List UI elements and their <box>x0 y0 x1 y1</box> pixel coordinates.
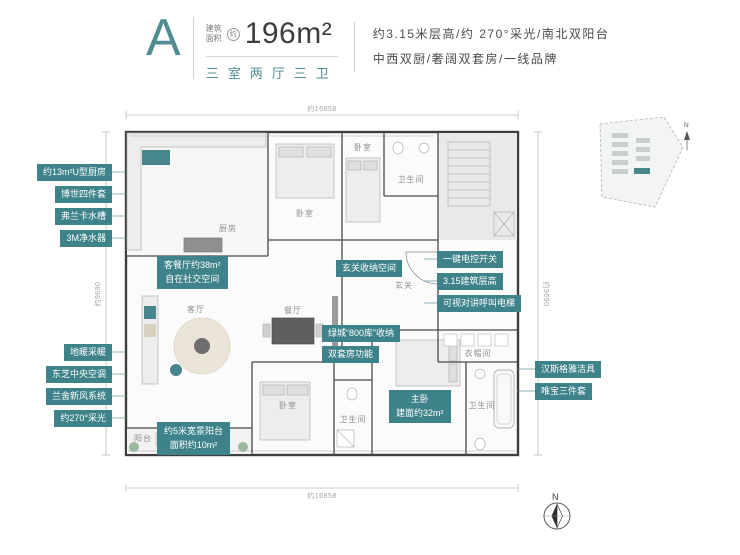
site-map-north-icon <box>684 131 690 140</box>
toilet-top <box>392 141 404 155</box>
callout-bosch: 博世四件套 <box>54 186 112 203</box>
callout-living-line2: 自在社交空间 <box>165 273 220 284</box>
callout-master-bedroom: 主卧 建面约32m² <box>389 390 451 423</box>
core-stairs <box>447 141 515 237</box>
dim-top: 约16858 <box>307 104 336 113</box>
callout-3m-purifier: 3M净水器 <box>60 230 112 247</box>
site-map: N <box>599 116 690 208</box>
area-label-line2: 面积 <box>205 34 222 43</box>
core-zone <box>438 133 517 240</box>
callout-fresh-air: 兰舍新风系统 <box>45 388 112 405</box>
plant-left <box>129 442 139 452</box>
callout-daylight-270: 约270°采光 <box>54 410 112 427</box>
layout-summary: 三室两厅三卫 <box>205 66 338 81</box>
room-label-foyer: 玄关 <box>395 280 413 290</box>
site-map-highlight <box>634 168 650 174</box>
callout-toshiba-ac: 东芝中央空调 <box>45 366 112 383</box>
callout-video-intercom: 可视对讲呼叫电梯 <box>437 295 522 312</box>
dim-right: 约9690 <box>542 281 551 306</box>
callout-leaders <box>112 171 535 419</box>
room-label-living: 客厅 <box>187 304 205 314</box>
callout-hansgrohe: 汉斯格雅洁具 <box>535 361 602 378</box>
compass-north-label: N <box>552 492 559 502</box>
header-divider-1 <box>192 17 194 79</box>
callout-ceiling-height: 3.15建筑层高 <box>437 273 503 290</box>
title-underline <box>205 56 338 57</box>
callout-greentown-storage: 绿城“800库”收纳 <box>322 325 401 342</box>
room-label-balcony: 阳台 <box>134 433 152 443</box>
features-line-1: 约3.15米层高/约 270°采光/南北双阳台 <box>372 27 610 41</box>
area-label-line1: 建筑 <box>205 23 222 33</box>
kitchen-island <box>183 237 223 253</box>
compass-icon: N <box>543 492 571 530</box>
feature-lines: 约3.15米层高/约 270°采光/南北双阳台 中西双厨/奢阔双套房/一线品牌 <box>353 22 610 73</box>
callout-foyer-storage: 玄关收纳空间 <box>336 260 403 277</box>
toilet-master <box>474 437 486 451</box>
room-label-kitchen: 厨房 <box>219 223 237 233</box>
dim-left: 约9690 <box>93 281 102 306</box>
dim-bottom: 约16858 <box>307 491 336 500</box>
cloakroom-units <box>443 333 509 347</box>
area-label: 建筑 面积 <box>206 24 222 45</box>
room-label-bath-top-right: 卫生间 <box>398 174 425 184</box>
approx-badge: 约 <box>226 27 240 41</box>
dimension-lines <box>102 111 542 492</box>
title-block: 建筑 面积 约 196m² 三室两厅三卫 <box>205 17 338 82</box>
header: A 建筑 面积 约 196m² 三室两厅三卫 约3.15米层高/约 270°采光… <box>146 9 610 82</box>
callout-balcony-line1: 约5米宽景阳台 <box>164 426 224 436</box>
callout-kitchen-size: 约13m²U型厨房 <box>36 164 112 181</box>
coffee-table <box>194 338 210 354</box>
room-label-cloakroom: 衣帽间 <box>465 348 492 358</box>
features-line-2: 中西双厨/奢阔双套房/一线品牌 <box>372 52 558 67</box>
room-label-bath-bottom: 卫生间 <box>340 414 367 424</box>
toilet-mid <box>346 387 358 401</box>
accent-chair <box>170 364 182 376</box>
room-label-bedroom-top-right: 卧室 <box>354 142 372 152</box>
room-label-bath-master: 卫生间 <box>469 400 496 410</box>
room-label-bedroom-bottom: 卧室 <box>279 400 297 410</box>
callout-villeroy: 唯宝三件套 <box>535 383 593 400</box>
callout-franke-sink: 弗兰卡水槽 <box>54 208 112 225</box>
bathtub <box>493 369 515 429</box>
callout-smart-switch: 一键电控开关 <box>437 251 504 268</box>
room-label-bedroom-top: 卧室 <box>296 208 314 218</box>
plant-right <box>238 442 248 452</box>
callout-master-line2: 建面约32m² <box>396 407 444 418</box>
furniture <box>126 132 516 452</box>
area-value: 196m² <box>244 17 333 50</box>
callout-master-line1: 主卧 <box>410 394 429 404</box>
dining-table <box>271 317 315 345</box>
callout-living-line1: 客餐厅约38m² <box>164 260 221 270</box>
site-map-north-label: N <box>684 122 689 129</box>
callout-double-suite: 双套房功能 <box>322 346 380 363</box>
entry-accent <box>142 150 170 165</box>
interior-walls <box>126 132 518 455</box>
room-label-dining: 餐厅 <box>284 306 302 315</box>
callout-wide-balcony: 约5米宽景阳台 面积约10m² <box>157 422 231 455</box>
unit-type-letter: A <box>146 9 181 67</box>
callout-floor-heating: 地暖采暖 <box>63 344 112 361</box>
callout-living-dining: 客餐厅约38m² 自在社交空间 <box>157 256 228 289</box>
callout-balcony-line2: 面积约10m² <box>169 439 218 450</box>
basin-master <box>474 368 486 380</box>
basin-top <box>418 142 430 154</box>
kitchen-counter <box>126 132 267 251</box>
